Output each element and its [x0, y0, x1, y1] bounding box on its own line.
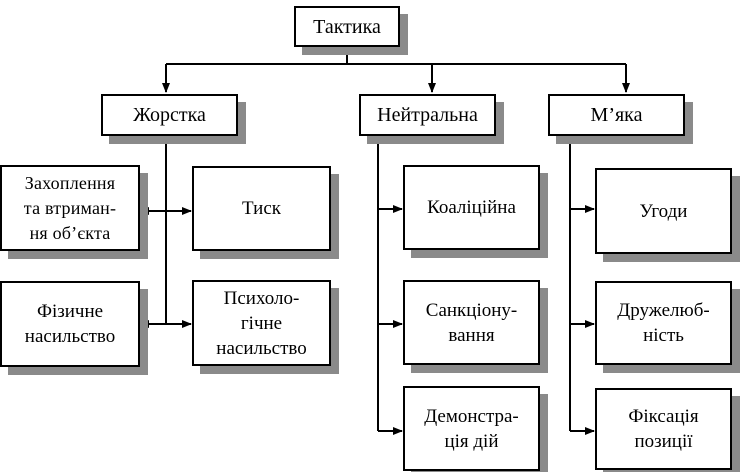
category-label-neutral: Нейтральна [377, 104, 478, 126]
leaf-label-psychological-violence: Психоло- гічне насильство [216, 287, 307, 359]
category-node-soft: М’яка [548, 94, 685, 136]
leaf-node-psychological-violence: Психоло- гічне насильство [192, 280, 331, 366]
leaf-node-pressure: Тиск [192, 166, 331, 251]
leaf-label-sanctioning: Санкціону- вання [425, 299, 518, 346]
leaf-label-physical-violence: Фізичне насильство [24, 301, 116, 347]
leaf-label-capture: Захоплення та втриман- ня об’єкта [23, 172, 117, 243]
category-node-harsh: Жорстка [101, 94, 238, 136]
leaf-label-pressure: Тиск [242, 198, 281, 219]
leaf-node-sanctioning: Санкціону- вання [403, 280, 540, 365]
leaf-node-position-fixation: Фіксація позиції [595, 388, 732, 470]
root-node-tactics: Тактика [294, 6, 400, 47]
leaf-node-physical-violence: Фізичне насильство [0, 281, 140, 367]
leaf-label-friendliness: Дружелюб- ність [617, 300, 710, 346]
root-node-label: Тактика [313, 15, 381, 38]
category-label-soft: М’яка [590, 104, 643, 126]
leaf-label-coalition: Коаліційна [427, 197, 516, 218]
leaf-node-capture: Захоплення та втриман- ня об’єкта [0, 165, 140, 251]
leaf-label-agreements: Угоди [639, 200, 688, 222]
leaf-label-position-fixation: Фіксація позиції [628, 406, 699, 452]
leaf-node-coalition: Коаліційна [403, 165, 540, 250]
category-label-harsh: Жорстка [133, 104, 206, 126]
leaf-node-friendliness: Дружелюб- ність [595, 281, 732, 365]
leaf-node-demonstration: Демонстра- ція дій [403, 386, 540, 471]
leaf-node-agreements: Угоди [595, 168, 732, 254]
category-node-neutral: Нейтральна [359, 94, 496, 136]
leaf-label-demonstration: Демонстра- ція дій [424, 405, 519, 452]
